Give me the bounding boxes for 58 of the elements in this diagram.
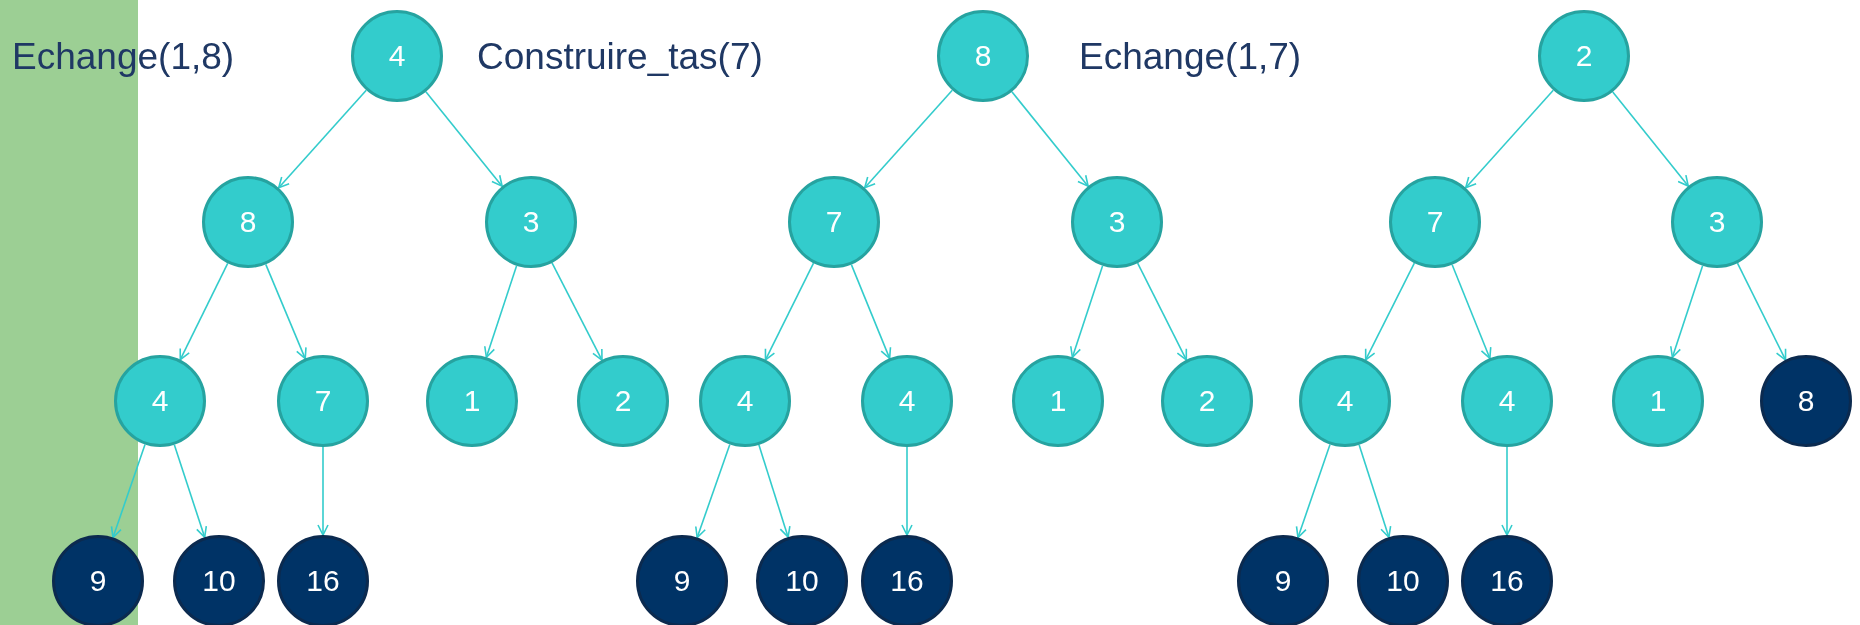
heap-node: 3: [1671, 176, 1763, 268]
heap-node: 16: [277, 535, 369, 625]
heap-node: 4: [114, 355, 206, 447]
arrow: [425, 91, 503, 187]
arrow: [110, 443, 146, 539]
heap-node: 9: [636, 535, 728, 625]
arrow: [695, 443, 731, 539]
arrow: [1611, 91, 1690, 187]
arrow: [850, 263, 892, 360]
heap-node: 4: [699, 355, 791, 447]
heap-node: 9: [1237, 535, 1329, 625]
arrow: [901, 446, 913, 536]
heap-node: 7: [1389, 176, 1481, 268]
arrow: [1670, 264, 1704, 359]
heap-node: 1: [426, 355, 518, 447]
arrow: [1011, 91, 1089, 187]
arrow: [1736, 262, 1787, 361]
heap-node: 2: [1538, 10, 1630, 102]
arrow: [484, 264, 518, 359]
heap-node: 7: [277, 355, 369, 447]
heap-node: 16: [861, 535, 953, 625]
heap-node: 2: [577, 355, 669, 447]
operation-label: Construire_tas(7): [477, 36, 763, 78]
heap-node: 3: [1071, 176, 1163, 268]
arrow: [1358, 443, 1392, 538]
heap-node: 4: [351, 10, 443, 102]
arrow: [317, 446, 329, 536]
heap-node: 4: [1299, 355, 1391, 447]
arrow: [764, 262, 815, 361]
heap-node: 4: [1461, 355, 1553, 447]
arrow: [264, 263, 307, 360]
arrow: [1364, 262, 1416, 361]
arrow: [179, 262, 229, 361]
arrow: [1464, 89, 1555, 189]
heap-node: 2: [1161, 355, 1253, 447]
operation-label: Echange(1,7): [1079, 36, 1302, 78]
heap-node: 8: [1760, 355, 1852, 447]
heap-node: 10: [756, 535, 848, 625]
arrow: [277, 89, 368, 189]
heap-node: 4: [861, 355, 953, 447]
arrow: [1070, 264, 1104, 359]
heap-node: 3: [485, 176, 577, 268]
arrow: [863, 89, 954, 189]
heap-node: 7: [788, 176, 880, 268]
arrow: [1136, 262, 1188, 361]
arrow: [758, 444, 791, 538]
arrow: [173, 443, 208, 539]
heap-node: 10: [173, 535, 265, 625]
heap-node: 16: [1461, 535, 1553, 625]
heap-node: 1: [1012, 355, 1104, 447]
arrow: [1295, 443, 1331, 539]
heap-node: 1: [1612, 355, 1704, 447]
heap-node: 8: [937, 10, 1029, 102]
heap-node: 8: [202, 176, 294, 268]
arrow: [1451, 263, 1492, 360]
arrow: [551, 262, 603, 361]
arrow: [1501, 446, 1513, 536]
heap-node: 10: [1357, 535, 1449, 625]
